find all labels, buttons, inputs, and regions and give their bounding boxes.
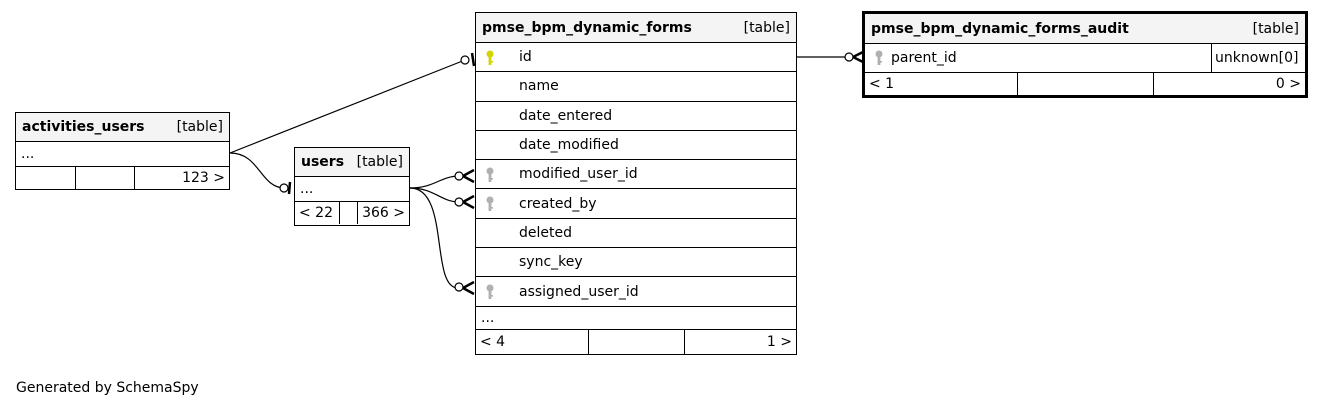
column-name: date_modified <box>519 137 619 154</box>
table-footer: 123 > <box>16 167 229 189</box>
table-header: pmse_bpm_dynamic_forms [table] <box>476 13 796 43</box>
column-name: created_by <box>519 195 597 212</box>
footer-middle <box>589 329 685 354</box>
footer-children: 0 > <box>1275 76 1301 92</box>
column-row-name[interactable]: name <box>476 72 796 102</box>
table-kind: [table] <box>176 119 223 135</box>
edge-users-to-modified-user-id <box>409 175 461 189</box>
foreign-key-icon <box>486 196 494 212</box>
column-name: parent_id <box>891 50 957 66</box>
column-name: date_entered <box>519 107 613 124</box>
table-footer: < 4 1 > <box>476 329 796 354</box>
table-name: pmse_bpm_dynamic_forms_audit <box>871 20 1129 37</box>
ellipsis-row: ... <box>295 177 409 202</box>
table-pmse-bpm-dynamic-forms[interactable]: pmse_bpm_dynamic_forms [table] id name d… <box>475 12 797 355</box>
table-header: activities_users [table] <box>16 113 229 142</box>
column-row-modified-user-id[interactable]: modified_user_id <box>476 160 796 190</box>
column-row-date-modified[interactable]: date_modified <box>476 131 796 161</box>
table-activities-users[interactable]: activities_users [table] ... 123 > <box>15 112 230 190</box>
column-row-assigned-user-id[interactable]: assigned_user_id <box>476 277 796 307</box>
column-name: id <box>519 49 532 66</box>
ellipsis-row: ... <box>16 142 229 167</box>
table-kind: [table] <box>743 19 790 36</box>
table-header: users [table] <box>295 148 409 177</box>
column-name: modified_user_id <box>519 166 638 183</box>
footer-parents: < 22 <box>295 202 340 224</box>
foreign-key-icon <box>486 167 494 183</box>
table-name: pmse_bpm_dynamic_forms <box>482 19 692 36</box>
table-pmse-bpm-dynamic-forms-audit[interactable]: pmse_bpm_dynamic_forms_audit [table] par… <box>862 11 1308 98</box>
edge-activities-users-to-users <box>229 152 286 189</box>
table-name: users <box>301 154 345 170</box>
column-name: deleted <box>519 224 572 241</box>
edge-users-to-created-by <box>409 187 461 203</box>
footer-middle <box>76 167 135 189</box>
edge-users-to-assigned-user-id <box>409 187 459 289</box>
table-users[interactable]: users [table] ... < 22 366 > <box>294 147 410 226</box>
footer-middle <box>1018 73 1154 95</box>
footer-parents: < 4 <box>476 329 589 354</box>
footer-parents: < 1 <box>865 73 1018 95</box>
foreign-key-icon <box>486 284 494 300</box>
column-row-id[interactable]: id <box>476 43 796 73</box>
column-name: assigned_user_id <box>519 283 639 300</box>
column-row-parent-id[interactable]: parent_id unknown[0] <box>865 44 1305 73</box>
ellipsis-row: ... <box>476 307 796 330</box>
column-type: unknown[0] <box>1211 44 1305 72</box>
footer-children: 366 > <box>362 205 405 221</box>
column-name: sync_key <box>519 254 583 271</box>
table-kind: [table] <box>1252 20 1299 37</box>
table-footer: < 1 0 > <box>865 73 1305 95</box>
footer-middle <box>340 202 358 224</box>
column-name: name <box>519 78 559 95</box>
footer-children: 123 > <box>182 170 225 186</box>
table-name: activities_users <box>22 119 145 135</box>
column-row-created-by[interactable]: created_by <box>476 189 796 219</box>
table-header: pmse_bpm_dynamic_forms_audit [table] <box>865 14 1305 44</box>
generated-by-label: Generated by SchemaSpy <box>16 380 199 396</box>
column-row-deleted[interactable]: deleted <box>476 219 796 249</box>
primary-key-icon <box>486 50 494 65</box>
column-row-sync-key[interactable]: sync_key <box>476 248 796 278</box>
footer-children: 1 > <box>766 333 792 350</box>
footer-parents <box>16 167 76 189</box>
edge-activities-users-to-forms <box>229 59 466 154</box>
table-kind: [table] <box>356 154 403 170</box>
foreign-key-icon <box>875 50 883 65</box>
column-row-date-entered[interactable]: date_entered <box>476 102 796 131</box>
table-footer: < 22 366 > <box>295 202 409 224</box>
